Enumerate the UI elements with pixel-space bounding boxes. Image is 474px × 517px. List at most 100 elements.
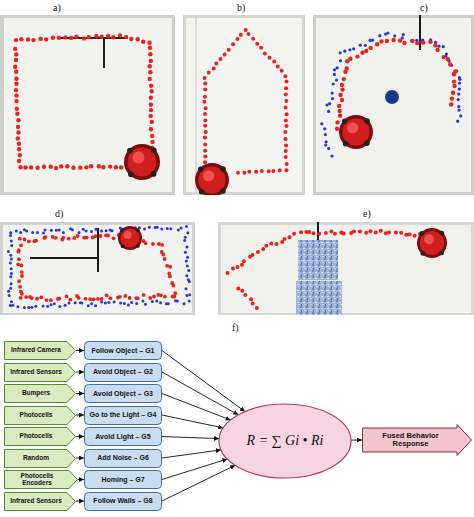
robot-light xyxy=(347,122,358,133)
trajectory-dot xyxy=(251,37,255,41)
trajectory-dot xyxy=(105,229,108,232)
trajectory-dot xyxy=(177,229,180,232)
trajectory-dot xyxy=(364,49,368,53)
trajectory-dot xyxy=(378,34,381,37)
sensor-arrow: Photocells xyxy=(4,406,76,425)
trajectory-dot xyxy=(174,299,177,302)
trajectory-dot xyxy=(369,46,373,50)
trajectory-dot xyxy=(143,227,146,230)
trajectory-dot xyxy=(85,236,89,240)
fusion-ellipse: R = ∑ Gi • Ri xyxy=(218,403,352,479)
trajectory-dot xyxy=(118,33,122,37)
trajectory-dot xyxy=(119,301,122,304)
trajectory-dot xyxy=(343,50,346,53)
trajectory-dot xyxy=(65,295,69,299)
trajectory-dot xyxy=(375,42,379,46)
trajectory-dot xyxy=(147,41,151,45)
trajectory-dot xyxy=(185,294,188,297)
trajectory-dot xyxy=(340,83,344,87)
behavior-outline xyxy=(85,363,162,381)
trajectory-dot xyxy=(339,59,342,62)
trajectory-dot xyxy=(9,254,12,257)
trajectory-dot xyxy=(36,231,39,234)
trajectory-dot xyxy=(124,294,128,298)
trajectory-dot xyxy=(368,229,372,233)
trajectory-dot xyxy=(261,247,265,251)
trajectory-dot xyxy=(15,107,19,111)
trajectory-dot xyxy=(160,227,163,230)
robot-wheel xyxy=(343,141,348,146)
trajectory-dot xyxy=(402,41,406,45)
trajectory-dot xyxy=(45,298,49,302)
trajectory-dot xyxy=(127,303,130,306)
trajectory-dot xyxy=(399,231,403,235)
trajectory-dot xyxy=(10,239,13,242)
trajectory-dot xyxy=(451,91,455,95)
wall-line xyxy=(317,222,319,240)
trajectory-dot xyxy=(285,124,289,128)
photo-ground xyxy=(0,15,175,195)
trajectory-dot xyxy=(49,298,53,302)
trajectory-dot xyxy=(142,293,146,297)
trajectory-dot xyxy=(106,234,110,238)
behavior-outline xyxy=(85,342,162,360)
trajectory-dot xyxy=(327,110,330,113)
sensor-arrow: Infrared Sensors xyxy=(4,363,76,382)
photo-walls xyxy=(0,222,195,315)
trajectory-dot xyxy=(329,229,333,233)
trajectory-dot xyxy=(203,95,207,99)
trajectory-dot xyxy=(355,54,359,58)
trajectory-dot xyxy=(104,301,107,304)
trajectory-dot xyxy=(236,37,240,41)
trajectory-dot xyxy=(239,33,243,37)
trajectory-dot xyxy=(9,304,12,307)
trajectory-dot xyxy=(53,302,56,305)
node-text: Follow Walls – G8 xyxy=(93,497,152,505)
trajectory-dot xyxy=(19,37,23,41)
sensor-arrow: Bumpers xyxy=(4,384,76,403)
connector-arrow xyxy=(162,437,219,439)
robot-wheel xyxy=(420,231,425,236)
trajectory-dot xyxy=(16,136,20,140)
trajectory-dot xyxy=(284,149,288,153)
photo-ground xyxy=(183,15,305,195)
trajectory-dot xyxy=(51,36,55,40)
trajectory-dot xyxy=(342,232,346,236)
robot-shell xyxy=(120,228,139,247)
trajectory-dot xyxy=(17,147,21,151)
trajectory-dot xyxy=(187,269,190,272)
trajectory-dot xyxy=(59,164,63,168)
trajectory-dot xyxy=(20,274,24,278)
trajectory-dot xyxy=(165,302,168,305)
trajectory-dot xyxy=(148,77,152,81)
connector-arrow xyxy=(351,440,362,441)
photo-ground xyxy=(218,222,474,315)
trajectory-dot xyxy=(82,36,86,40)
trajectory-dot xyxy=(162,253,166,257)
sensor-arrow: Infrared Sensors xyxy=(4,492,76,511)
trajectory-dot xyxy=(72,236,76,240)
trajectory-dot xyxy=(26,37,30,41)
trajectory-dot xyxy=(150,89,154,93)
trajectory-dot xyxy=(14,93,18,97)
trajectory-dot xyxy=(452,79,456,83)
robot-shell xyxy=(342,118,369,145)
trajectory-dot xyxy=(387,231,391,235)
trajectory-dot xyxy=(283,237,287,241)
trajectory-dot xyxy=(16,125,20,129)
trajectory-dot xyxy=(10,282,13,285)
trajectory-dot xyxy=(335,79,338,82)
trajectory-dot xyxy=(231,42,235,46)
trajectory-dot xyxy=(333,68,336,71)
connector-arrow xyxy=(76,372,84,373)
trajectory-dot xyxy=(398,38,402,42)
trajectory-dot xyxy=(15,112,19,116)
trajectory-dot xyxy=(283,130,287,134)
trajectory-dot xyxy=(338,109,342,113)
trajectory-dot xyxy=(236,287,240,291)
paper-sheet xyxy=(4,18,172,192)
trajectory-dot xyxy=(35,166,39,170)
robot-shell xyxy=(420,231,444,255)
trajectory-dot xyxy=(128,296,132,300)
trajectory-dot xyxy=(97,164,101,168)
